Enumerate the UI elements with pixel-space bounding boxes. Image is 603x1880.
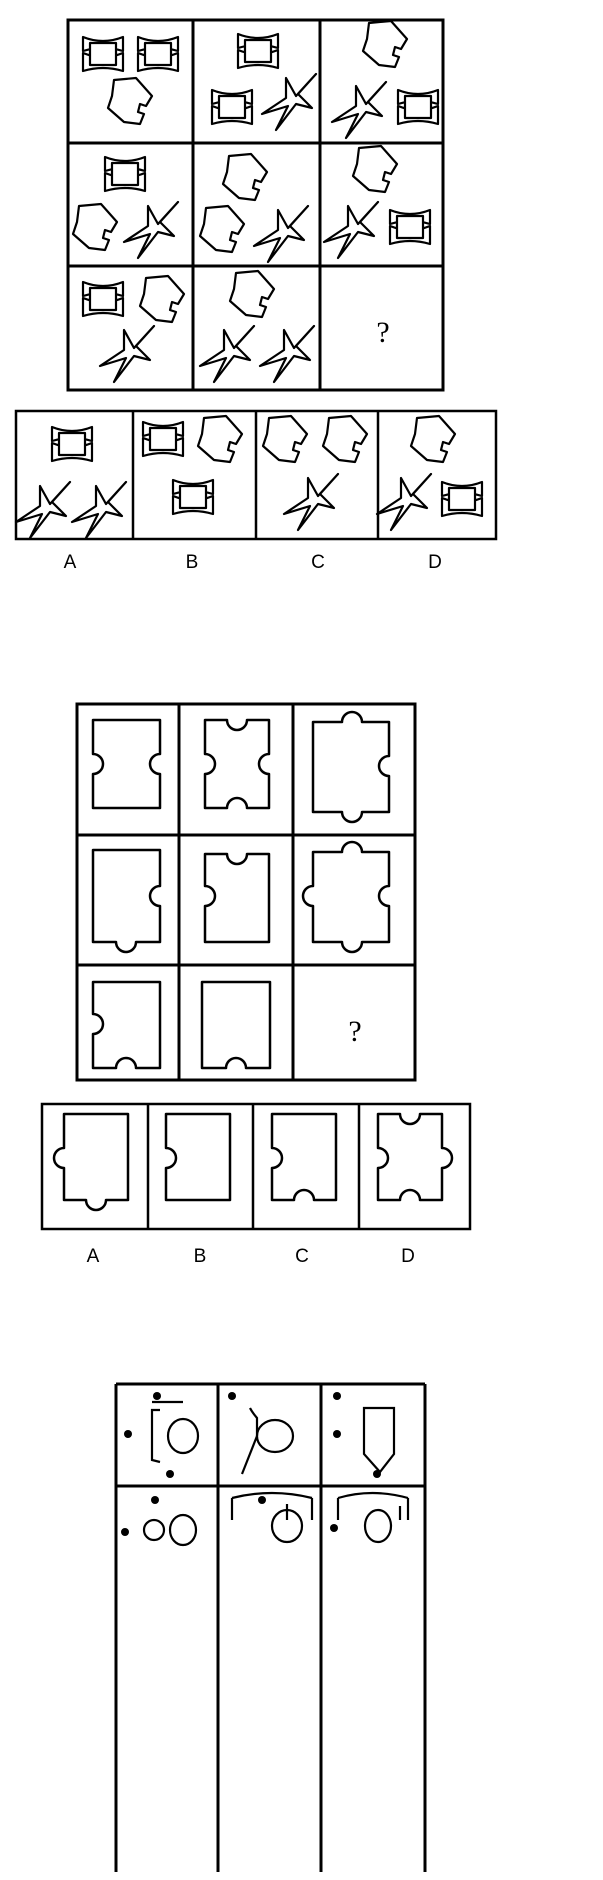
puzzle-1-options-frame	[14, 409, 498, 541]
puzzle-2-option-d-label[interactable]: D	[401, 1246, 415, 1267]
puzzle-2-option-a-label[interactable]: A	[86, 1246, 100, 1267]
puzzle-2-options-frame	[40, 1102, 472, 1231]
puzzle-2-option-c-label[interactable]: C	[295, 1246, 309, 1267]
puzzle-2-grid	[75, 702, 417, 1082]
puzzle-2-option-b-label[interactable]: B	[193, 1246, 207, 1267]
puzzle-2-question-mark: ?	[348, 1015, 362, 1048]
puzzle-2-figure	[40, 702, 472, 1231]
puzzle-1-option-d-label[interactable]: D	[428, 552, 442, 573]
puzzle-1-grid	[66, 18, 445, 392]
puzzle-3-grid	[114, 1382, 427, 1872]
puzzle-1-option-c-label[interactable]: C	[311, 552, 325, 573]
puzzle-1-question-mark: ?	[376, 316, 390, 349]
puzzle-1-figure	[14, 18, 498, 541]
puzzle-1-option-b-label[interactable]: B	[185, 552, 199, 573]
puzzle-3-figure	[114, 1382, 427, 1872]
puzzle-1-option-a-label[interactable]: A	[63, 552, 77, 573]
